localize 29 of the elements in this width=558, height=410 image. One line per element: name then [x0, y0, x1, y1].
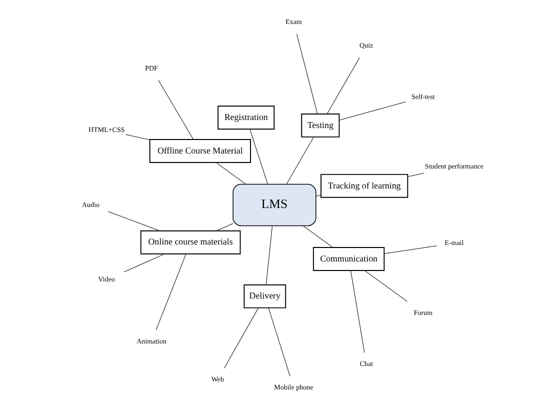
connector [338, 102, 406, 121]
connector [364, 270, 408, 302]
connector [250, 128, 268, 184]
connector [302, 225, 334, 248]
connector [350, 270, 365, 353]
node-box: Online course materials [140, 230, 241, 254]
connector [316, 194, 322, 196]
connector [266, 225, 273, 285]
connector [286, 136, 314, 184]
connector [158, 80, 194, 140]
connector [384, 245, 438, 254]
connector [407, 172, 424, 177]
node-box: Testing [301, 114, 340, 138]
node-box: Tracking of learning [320, 174, 408, 198]
connector [216, 162, 246, 185]
node-box: Delivery [244, 284, 286, 308]
node-box: LMS [232, 184, 316, 226]
connector [296, 34, 318, 114]
connector [124, 254, 166, 272]
connector [108, 211, 160, 232]
connector [224, 308, 259, 369]
connector [156, 254, 186, 330]
node-box: Registration [218, 106, 275, 130]
connector [216, 223, 234, 232]
node-box: Offline Course Material [149, 139, 251, 163]
connector [326, 57, 360, 114]
connector [268, 308, 290, 377]
node-box: Communication [312, 247, 385, 271]
connector [126, 134, 150, 140]
